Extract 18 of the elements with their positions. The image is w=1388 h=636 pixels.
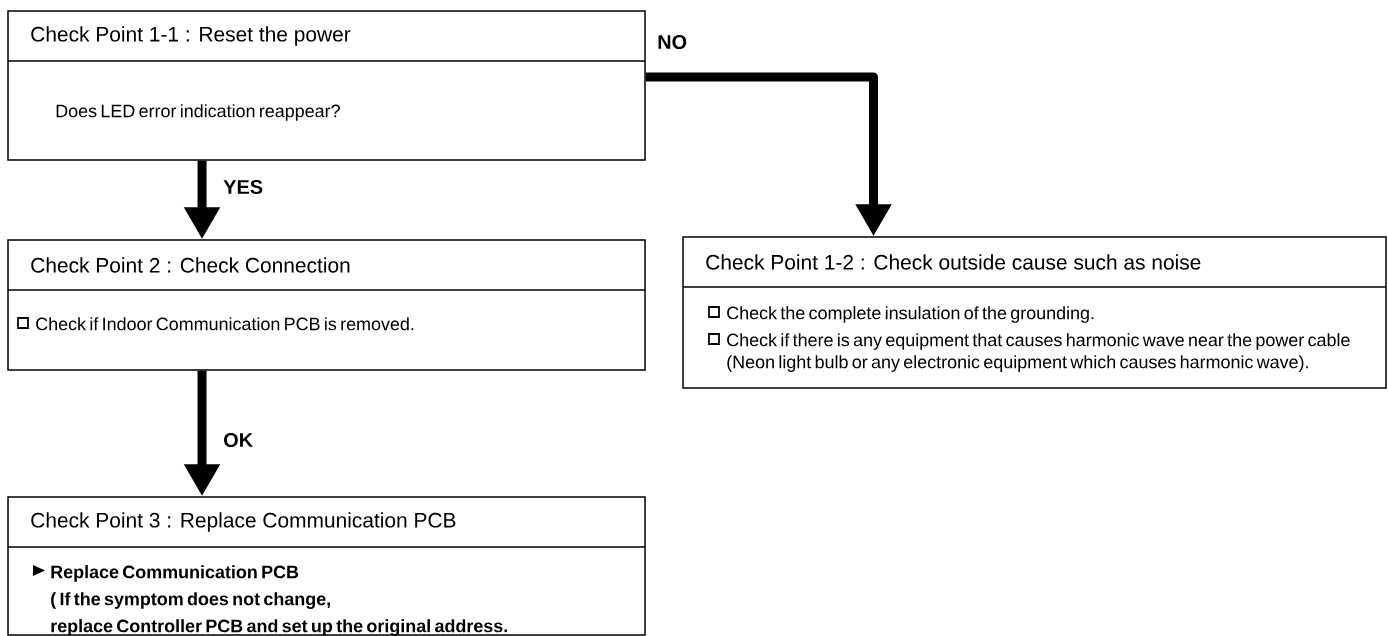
heading-text: Check Point 1-1 : Reset the power xyxy=(31,26,351,46)
process-box xyxy=(682,236,1387,389)
edge-label: YES xyxy=(222,178,265,196)
checklist-item: Check if Indoor Communication PCB is removed. xyxy=(17,317,414,331)
heading-text: Check Point 2 : Check Connection xyxy=(31,257,350,273)
checklist-item: Check the complete insulation of the grounding. xyxy=(708,306,1094,323)
process-box xyxy=(7,10,646,161)
process-box xyxy=(7,496,646,636)
checklist-item: Check if there is any equipment that causes harmonic wave near the power cable (Neon light bulb or any electronic equipment which causes harmonic wave). xyxy=(708,333,1350,372)
edge-label: OK xyxy=(222,431,255,449)
question-text: Does LED error indication reappear? xyxy=(56,104,340,121)
heading-text: Check Point 3 : Replace Communication PCB xyxy=(31,512,456,532)
instruction-text: ( If the symptom does not change, xyxy=(51,592,330,609)
edge-label: NO xyxy=(656,33,689,51)
instruction-text: replace Controller PCB and set up the original address. xyxy=(51,619,507,636)
instruction-text: Replace Communication PCB xyxy=(51,565,299,582)
heading-text: Check Point 1-2 : Check outside cause such as noise xyxy=(706,254,1201,270)
process-box xyxy=(7,239,646,371)
